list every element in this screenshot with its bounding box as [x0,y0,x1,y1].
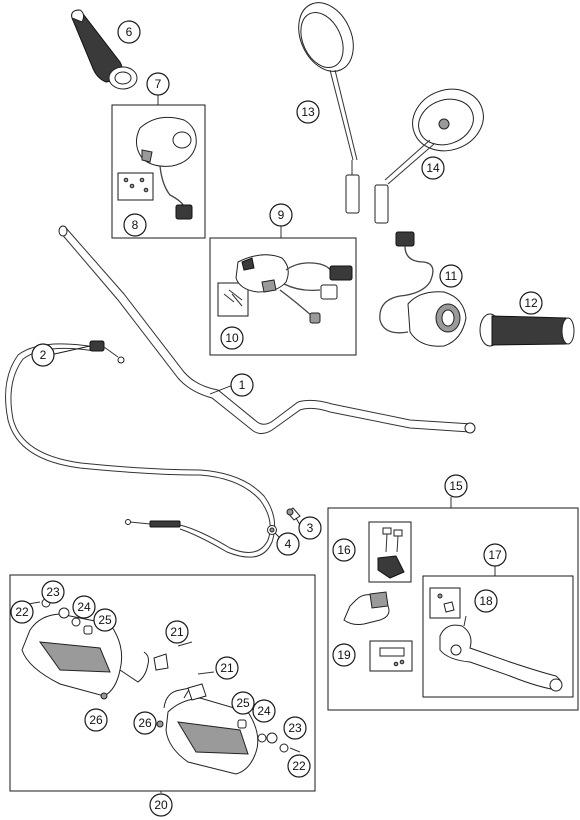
right-handguard [163,687,278,775]
clutch-bolts-kit [377,527,405,579]
svg-text:22: 22 [15,605,29,619]
svg-text:21: 21 [170,625,184,639]
kit-box-18 [429,587,461,619]
svg-text:7: 7 [155,77,162,91]
svg-text:24: 24 [77,600,91,614]
throttle-cable [5,340,276,558]
left-handlebar-switch [136,116,197,220]
callout-18: 18 [474,589,498,613]
clamp-kit-19 [379,647,405,667]
callout-23-right: 23 [283,716,307,740]
svg-text:4: 4 [285,537,292,551]
svg-text:6: 6 [126,25,133,39]
callout-26-left: 26 [84,708,108,732]
svg-text:26: 26 [138,716,152,730]
left-grip [71,9,138,90]
callout-25-left: 25 [93,608,117,632]
callout-21-lower: 21 [215,656,239,680]
adjuster-kit-18 [437,593,455,613]
kit-box-10 [217,282,249,317]
svg-text:9: 9 [278,208,285,222]
nut-4 [267,525,277,535]
callout-9: 9 [269,203,293,227]
callout-20: 20 [149,793,173,817]
kit-box-19 [369,640,413,672]
svg-text:22: 22 [292,759,306,773]
right-mirror [374,88,484,224]
callout-25-right: 25 [231,691,255,715]
svg-text:10: 10 [225,331,239,345]
lever-box-17 [422,575,574,698]
left-mirror [298,2,360,214]
adjuster-screw-3 [286,507,301,521]
callout-26-right: 26 [133,711,157,735]
callout-4: 4 [276,532,300,556]
svg-text:23: 23 [288,721,302,735]
left-handguard [21,607,149,697]
svg-text:21: 21 [220,661,234,675]
svg-text:17: 17 [488,548,502,562]
callout-21-upper: 21 [165,620,189,644]
svg-text:2: 2 [40,348,47,362]
screw-kit-8 [123,177,149,193]
svg-text:3: 3 [307,521,314,535]
callout-3: 3 [298,516,322,540]
callout-10: 10 [220,326,244,350]
callout-8: 8 [123,213,147,237]
clutch-lever [439,615,563,692]
svg-text:1: 1 [239,378,246,392]
callout-24-left: 24 [72,595,96,619]
svg-text:8: 8 [132,218,139,232]
callout-2: 2 [31,343,55,367]
callout-1: 1 [230,373,254,397]
clutch-clamp [343,591,390,625]
callout-16: 16 [332,538,356,562]
callout-14: 14 [421,156,445,180]
callout-19: 19 [332,643,356,667]
svg-text:26: 26 [89,713,103,727]
callout-23-left: 23 [41,580,65,604]
callout-12: 12 [519,291,543,315]
svg-text:16: 16 [337,543,351,557]
svg-text:15: 15 [449,479,463,493]
throttle-grip [479,313,575,347]
switch-box-9 [209,237,357,356]
handlebar-switch-9 [235,254,353,324]
callout-13: 13 [296,100,320,124]
screw-kit-10 [223,289,243,307]
svg-text:24: 24 [257,704,271,718]
svg-text:25: 25 [236,696,250,710]
callout-11: 11 [439,264,463,288]
handguard-hardware [27,598,301,753]
handguard-box-20 [9,574,316,792]
kit-box-16 [368,521,412,583]
callout-22-left: 22 [10,600,34,624]
svg-text:25: 25 [98,613,112,627]
switch-box-7 [111,104,206,239]
svg-text:14: 14 [426,161,440,175]
callout-7: 7 [146,72,170,96]
callout-24-right: 24 [252,699,276,723]
clutch-assembly-box-15 [327,507,579,711]
handlebar [58,225,476,434]
right-handlebar-switch [379,231,467,347]
svg-text:23: 23 [46,585,60,599]
svg-text:18: 18 [479,594,493,608]
callout-22-right: 22 [287,754,311,778]
svg-text:11: 11 [445,269,458,283]
svg-text:13: 13 [301,105,315,119]
svg-text:19: 19 [337,648,351,662]
svg-text:20: 20 [154,798,168,812]
callout-6: 6 [117,20,141,44]
callout-15: 15 [444,474,468,498]
callout-17: 17 [483,543,507,567]
svg-text:12: 12 [524,296,538,310]
kit-box-8 [117,172,154,201]
